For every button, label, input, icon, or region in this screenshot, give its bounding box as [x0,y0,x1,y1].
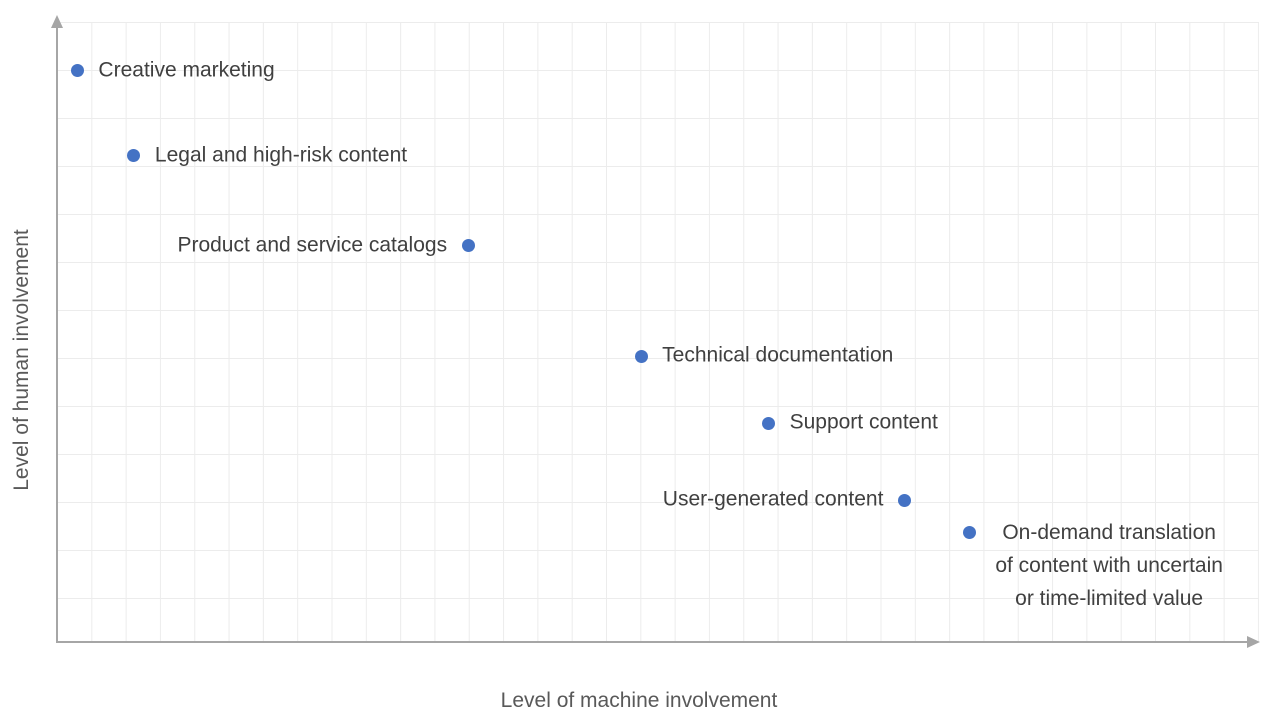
y-axis-title: Level of human involvement [10,229,33,491]
x-axis-arrow-icon [1247,636,1260,648]
scatter-point-4 [762,416,776,430]
scatter-point-3 [634,349,648,363]
point-label-5: User-generated content [662,487,884,511]
point-label-1: Legal and high-risk content [154,143,408,167]
scatter-point-5 [897,493,911,507]
scatter-point-0 [70,64,84,78]
x-axis-title: Level of machine involvement [500,689,778,712]
scatter-point-1 [127,149,141,163]
point-label-0: Creative marketing [98,58,275,82]
y-axis-line [56,28,58,643]
x-axis-line [56,641,1250,643]
point-label-4: Support content [789,410,938,434]
point-label-2: Product and service catalogs [177,233,448,257]
point-label-3: Technical documentation [662,343,894,367]
y-axis-arrow-icon [51,15,63,28]
scatter-point-2 [461,239,475,253]
scatter-point-6 [962,526,976,540]
